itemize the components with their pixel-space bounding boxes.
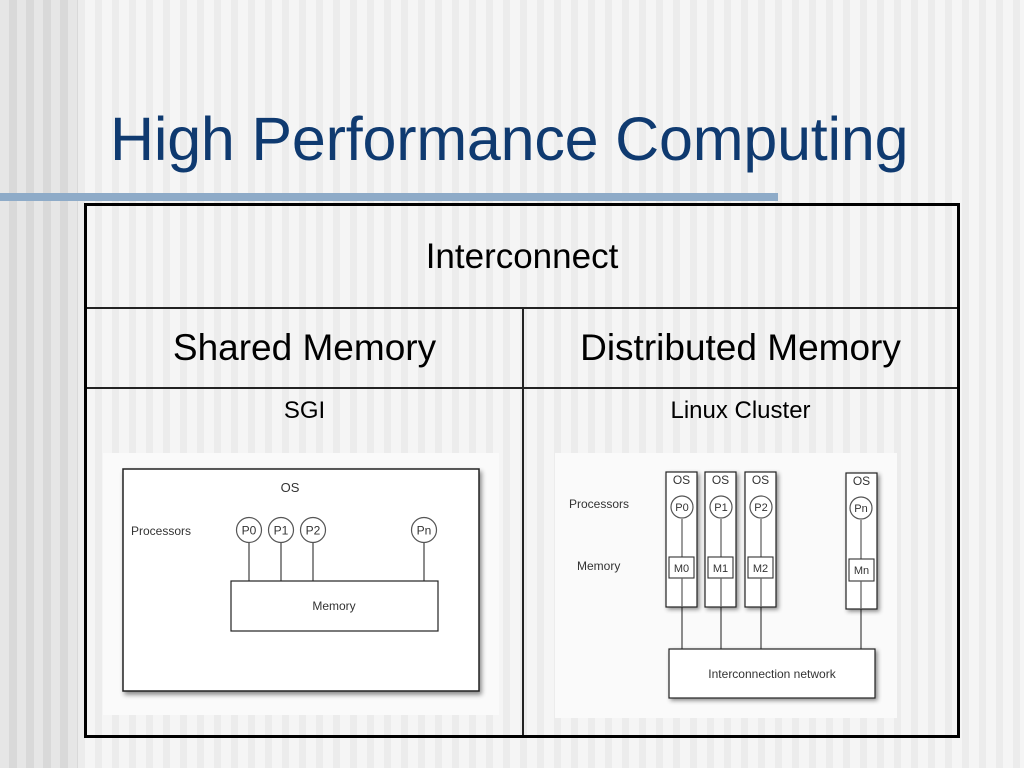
shared-memory-diagram: OS Processors P0 P1 P2 Pn <box>103 453 499 715</box>
memory-label: Memory <box>312 599 355 613</box>
svg-text:P1: P1 <box>714 502 727 514</box>
svg-text:OS: OS <box>853 474 870 488</box>
memory-row-label: Memory <box>577 559 620 573</box>
processors-row-label: Processors <box>569 497 629 511</box>
processors-label: Processors <box>131 524 191 538</box>
node-n: OS Pn Mn <box>845 472 878 610</box>
svg-text:Pn: Pn <box>417 524 432 538</box>
sgi-label: SGI <box>283 397 326 424</box>
svg-text:M0: M0 <box>674 563 689 575</box>
os-label: OS <box>281 480 300 495</box>
decorative-left-band <box>0 0 78 768</box>
svg-text:M2: M2 <box>753 563 768 575</box>
comparison-table: Interconnect Shared Memory Distributed M… <box>84 203 960 738</box>
svg-text:Mn: Mn <box>854 565 869 577</box>
distributed-memory-header: Distributed Memory <box>580 327 901 368</box>
linux-cluster-label: Linux Cluster <box>670 397 811 424</box>
svg-text:M1: M1 <box>713 563 728 575</box>
interconnection-network-box <box>668 648 876 699</box>
svg-text:Pn: Pn <box>854 503 867 515</box>
title-underline <box>0 193 778 201</box>
os-box <box>122 468 480 692</box>
node-2: OS P2 M2 <box>744 471 777 608</box>
svg-text:P0: P0 <box>675 502 688 514</box>
svg-text:OS: OS <box>712 473 729 487</box>
processor-p0: P0 <box>235 516 263 544</box>
header-row: Shared Memory Distributed Memory <box>87 309 957 389</box>
interconnection-network-label: Interconnection network <box>708 667 836 681</box>
svg-text:P1: P1 <box>274 524 289 538</box>
svg-text:P0: P0 <box>242 524 257 538</box>
processor-pn: Pn <box>410 516 438 544</box>
column-divider <box>522 309 524 735</box>
node-1: OS P1 M1 <box>704 471 737 608</box>
node-0: OS P0 M0 <box>665 471 698 608</box>
svg-text:OS: OS <box>752 473 769 487</box>
svg-text:P2: P2 <box>754 502 767 514</box>
svg-text:OS: OS <box>673 473 690 487</box>
distributed-memory-diagram: Processors Memory OS P0 M0 OS <box>555 453 897 718</box>
processor-p2: P2 <box>299 516 327 544</box>
shared-memory-header: Shared Memory <box>172 327 437 368</box>
slide-title: High Performance Computing <box>110 105 909 173</box>
memory-box <box>230 580 439 632</box>
processor-p1: P1 <box>267 516 295 544</box>
interconnect-row: Interconnect <box>87 206 957 309</box>
svg-text:P2: P2 <box>306 524 321 538</box>
